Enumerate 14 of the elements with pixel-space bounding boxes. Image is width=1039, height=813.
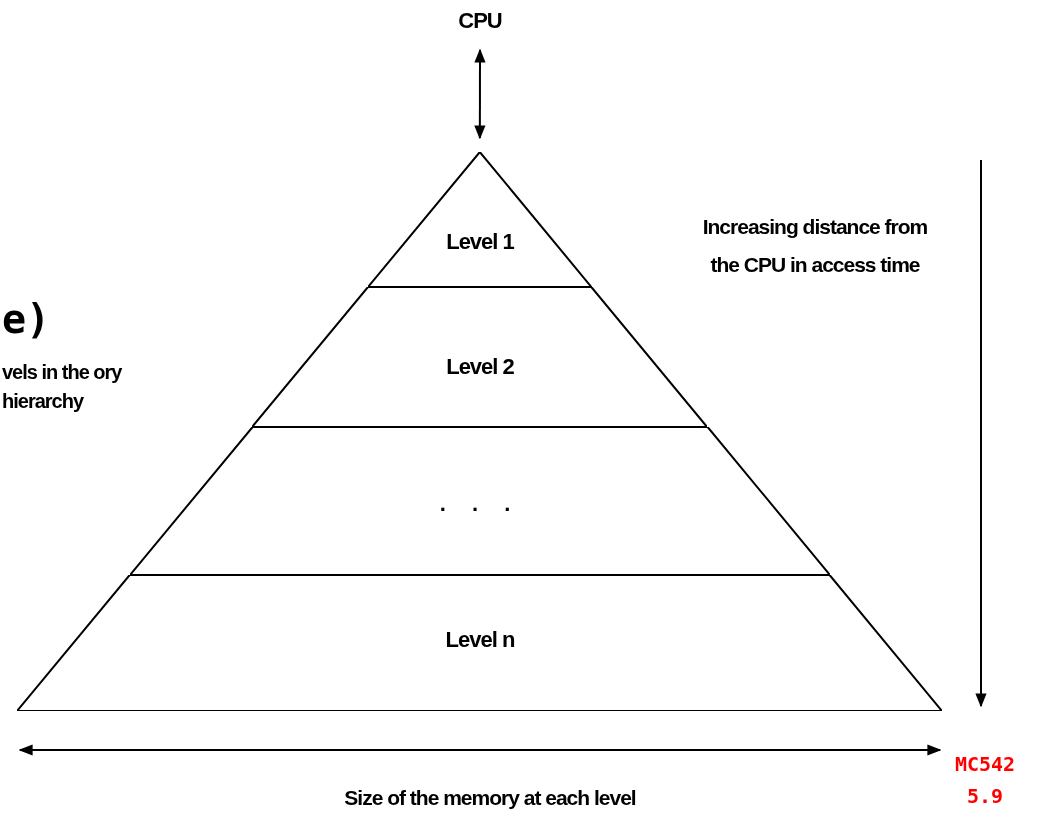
pyramid-level bbox=[129, 427, 830, 575]
slide-number: 5.9 bbox=[965, 784, 1005, 808]
course-code: MC542 bbox=[953, 752, 1017, 776]
ellipsis: . . . bbox=[438, 491, 522, 517]
cpu-label: CPU bbox=[440, 8, 520, 34]
side-note: vels in the ory hierarchy bbox=[2, 360, 123, 414]
heading-fragment: e) bbox=[2, 296, 52, 342]
size-note: Size of the memory at each level bbox=[343, 786, 637, 810]
level-label: Level n bbox=[444, 627, 516, 653]
level-label: Level 2 bbox=[445, 354, 515, 380]
level-label: Level 1 bbox=[445, 229, 515, 255]
distance-note: Increasing distance from the CPU in access time bbox=[701, 214, 929, 278]
pyramid-level bbox=[17, 575, 942, 711]
arrow bbox=[474, 48, 486, 140]
